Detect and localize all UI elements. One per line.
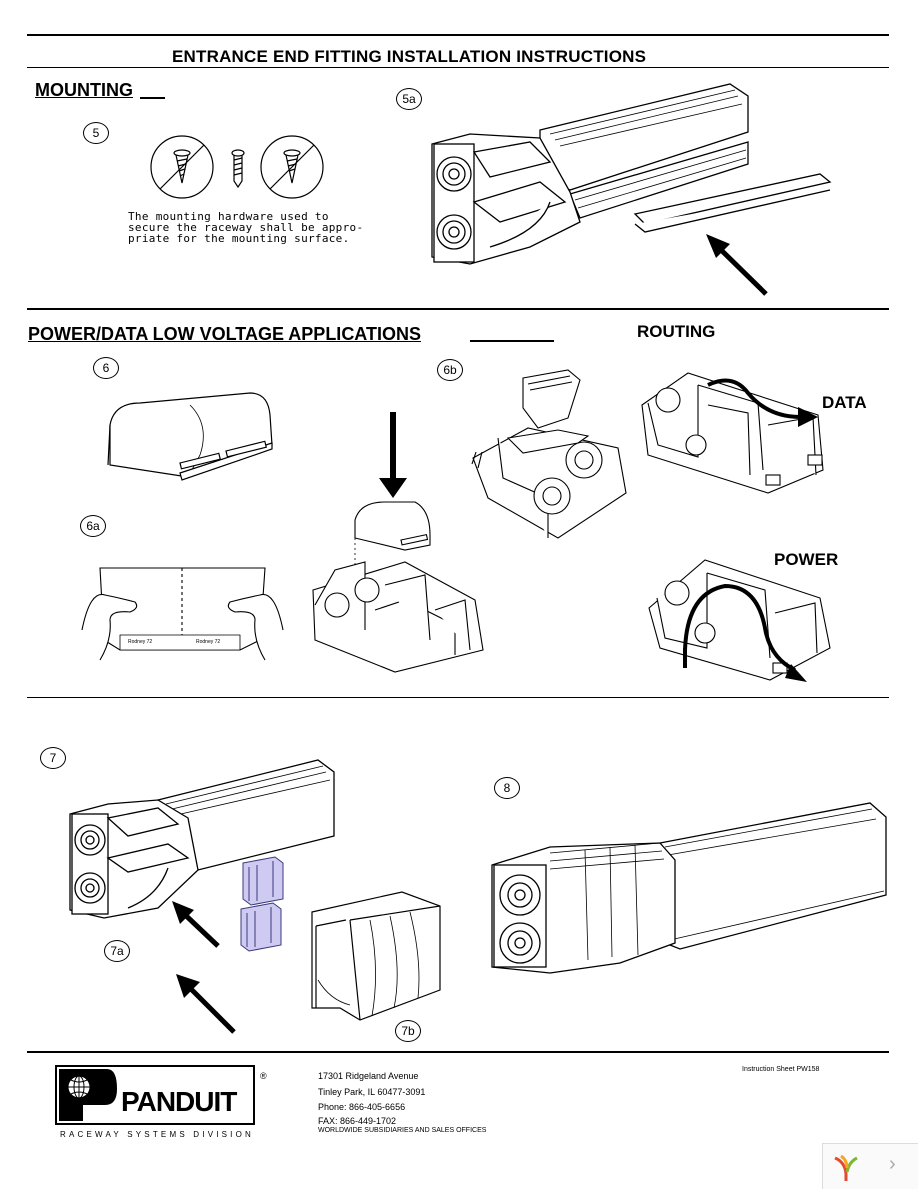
viewer-nav-widget: ›	[822, 1143, 918, 1189]
step-6a-badge: 6a	[80, 515, 106, 537]
title-rule	[27, 67, 889, 68]
figure-7b-end-cap	[311, 891, 441, 1021]
figure-7-raceway-assembly	[69, 759, 335, 948]
worldwide-offices: WORLDWIDE SUBSIDIARIES AND SALES OFFICES	[318, 1126, 487, 1134]
figure-7a-arrow	[176, 974, 236, 1034]
section-rule-1	[27, 308, 889, 310]
routing-label: ROUTING	[637, 322, 716, 341]
division-label: RACEWAY SYSTEMS DIVISION	[60, 1130, 255, 1139]
figure-6a-hands-bending-divider: Rodney 72 Rodney 72	[81, 567, 284, 661]
figure-8-completed-assembly	[491, 802, 887, 974]
figure-routing-power	[648, 559, 831, 682]
viewer-logo-icon	[834, 1154, 858, 1181]
step-7-badge: 7	[40, 747, 66, 769]
figure-6-divider	[107, 392, 273, 481]
figure-7a-clips	[240, 856, 284, 952]
step-6b-badge: 6b	[437, 359, 463, 381]
step-6-badge: 6	[93, 357, 119, 379]
cover-text-2: Rodney 72	[196, 639, 220, 645]
address-line-2: Tinley Park, IL 60477-3091	[318, 1086, 426, 1097]
figure-5a-raceway-end-fitting	[431, 83, 832, 296]
power-route-label: POWER	[774, 550, 839, 569]
step-5-badge: 5	[83, 122, 109, 144]
mounting-screws-figure	[150, 135, 324, 199]
mounting-underline-extension	[140, 97, 165, 99]
step-7b-badge: 7b	[395, 1020, 421, 1042]
figure-6b-tray-with-cover	[471, 369, 627, 539]
footer-address: 17301 Ridgeland Avenue Tinley Park, IL 6…	[318, 1069, 486, 1135]
power-data-heading: POWER/DATA LOW VOLTAGE APPLICATIONS	[28, 324, 421, 344]
mounting-heading: MOUNTING	[35, 80, 133, 100]
page-title: ENTRANCE END FITTING INSTALLATION INSTRU…	[172, 47, 647, 66]
step-7a-badge: 7a	[104, 940, 130, 962]
instruction-sheet-number: Instruction Sheet PW158	[742, 1066, 820, 1073]
fax-number: FAX: 866-449-1702	[318, 1115, 397, 1126]
step-5a-badge: 5a	[396, 88, 422, 110]
address-line-1: 17301 Ridgeland Avenue	[318, 1071, 419, 1081]
panduit-logo: PANDUIT	[55, 1065, 255, 1125]
footer-rule	[27, 1051, 889, 1053]
registered-mark: ®	[260, 1071, 267, 1081]
panduit-wordmark: PANDUIT	[121, 1086, 237, 1117]
phone-number: Phone: 866-405-6656	[318, 1102, 406, 1112]
data-route-label: DATA	[822, 393, 867, 412]
top-rule	[27, 34, 889, 36]
power-data-underline-extension	[470, 340, 554, 342]
figure-6-insert-divider	[312, 412, 484, 673]
step-8-badge: 8	[494, 777, 520, 799]
figure-routing-data	[641, 372, 824, 494]
next-page-button[interactable]: ›	[889, 1153, 896, 1175]
section-rule-2	[27, 697, 889, 698]
cover-text-1: Rodney 72	[128, 639, 152, 645]
